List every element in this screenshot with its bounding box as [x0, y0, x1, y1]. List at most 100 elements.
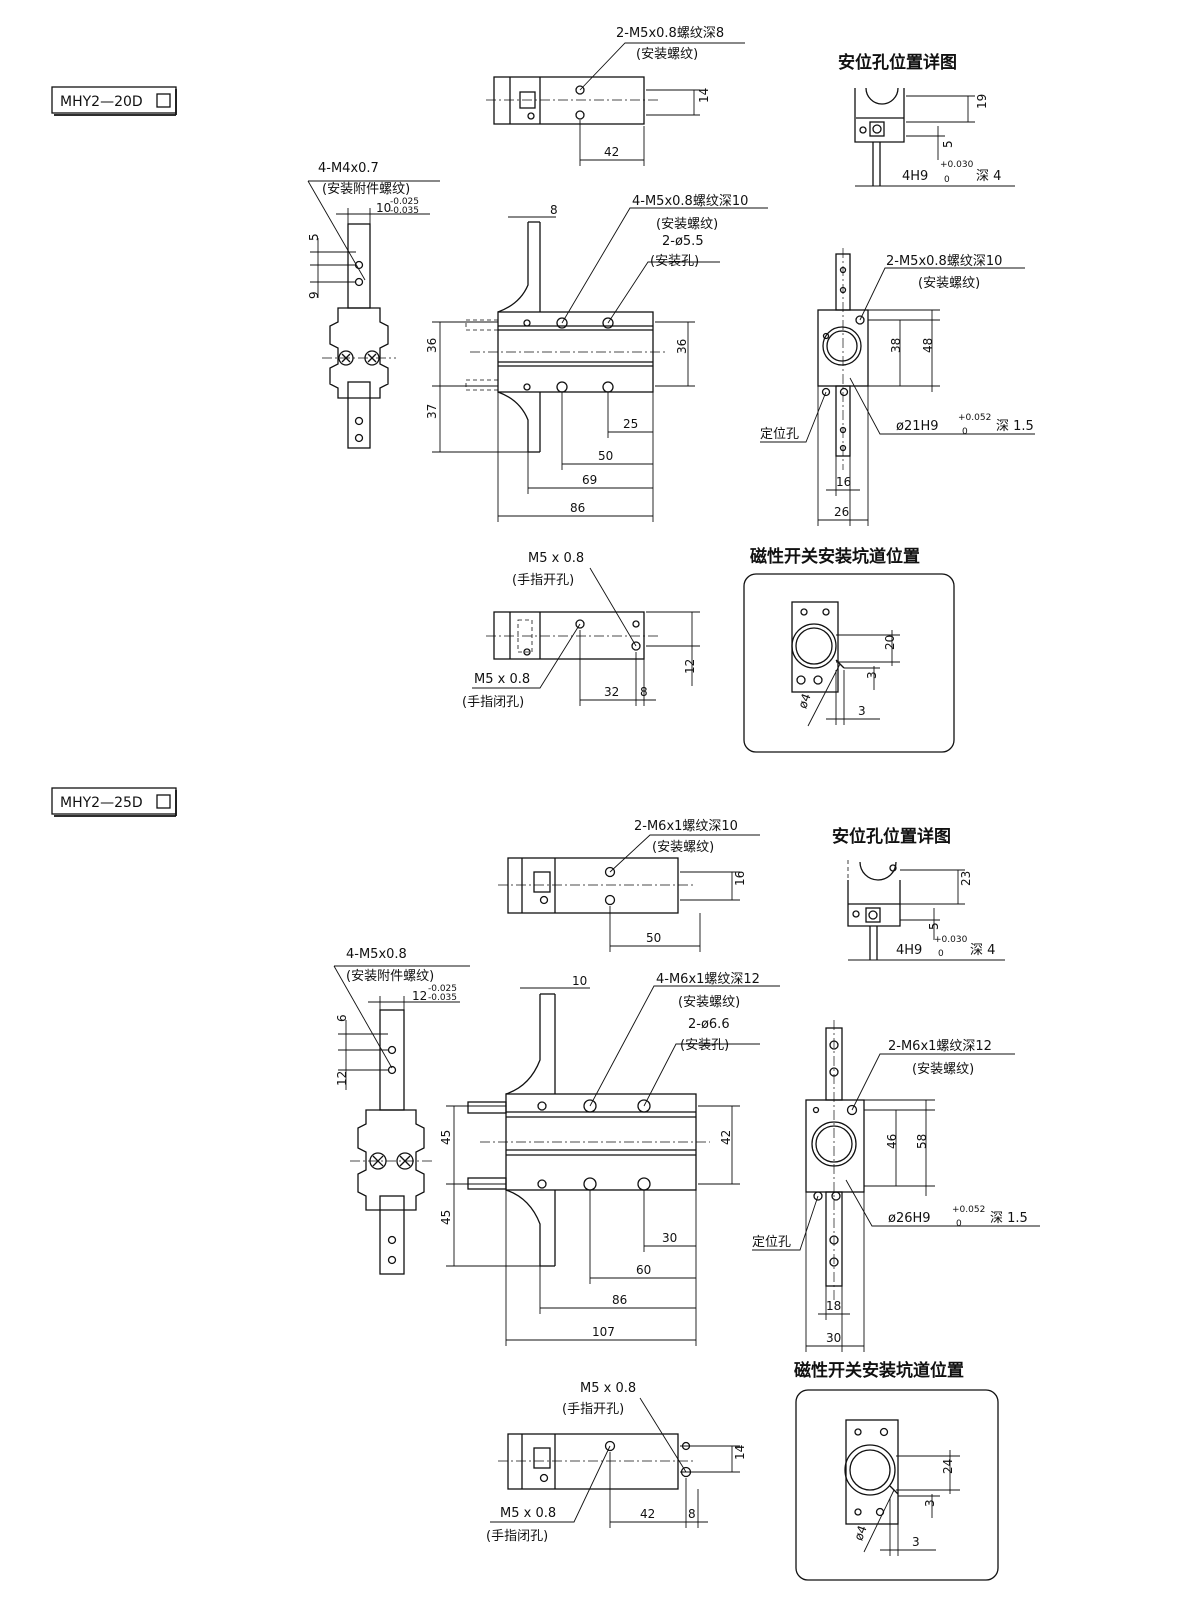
switch-dim-3a: 3 — [923, 1499, 937, 1507]
side-tap-note: (安装螺纹) — [912, 1062, 974, 1077]
locating-hole-icon — [831, 1191, 841, 1201]
front-dim-8: 10 — [572, 974, 587, 988]
front-dim-69: 86 — [612, 1293, 627, 1307]
bottom-view: M5 x 0.8 (手指开孔) M5 x 0.8 (手指闭孔) 14 42 8 — [486, 1381, 747, 1544]
mount-hole-icon — [556, 381, 568, 393]
front-dim-36b: 42 — [719, 1130, 733, 1145]
front-tap-label: 4-M5x0.8螺纹深10 — [632, 194, 748, 209]
top-tap-label: 2-M5x0.8螺纹深8 — [616, 26, 724, 41]
switch-dim-3b: 3 — [912, 1535, 920, 1549]
finger-tol-up: -0.025 — [390, 197, 419, 207]
side-depth: 深 1.5 — [996, 419, 1034, 434]
checkbox-square-icon — [156, 794, 171, 809]
front-dim-69: 69 — [582, 473, 597, 487]
front-hole-label: 2-ø5.5 — [662, 234, 704, 249]
finger-tap-label: 4-M5x0.8 — [346, 947, 407, 962]
mount-hole-icon — [537, 1101, 547, 1111]
top-view: 2-M5x0.8螺纹深8 (安装螺纹) 14 42 — [486, 26, 745, 166]
side-depth: 深 1.5 — [990, 1211, 1028, 1226]
mount-hole-icon — [556, 317, 568, 329]
mount-hole-icon — [583, 1177, 597, 1191]
thread-hole-icon — [354, 277, 364, 287]
mount-hole-icon — [604, 866, 616, 878]
switch-dim-20: 24 — [941, 1459, 955, 1474]
finger-width: 10 — [376, 201, 391, 215]
front-dim-36b: 36 — [675, 339, 689, 354]
side-tol-lo: 0 — [962, 427, 968, 437]
finger-tol-up: -0.025 — [428, 984, 457, 994]
top-dim-height: 16 — [733, 871, 747, 886]
side-view: 2-M6x1螺纹深12 (安装螺纹) 46 58 定位孔 ø26H9 +0.05… — [752, 1020, 1040, 1352]
bottom-dim-32: 42 — [640, 1507, 655, 1521]
detail-tol-lo: 0 — [938, 949, 944, 959]
bottom-close-note: (手指闭孔) — [486, 1529, 548, 1544]
bottom-view: M5 x 0.8 (手指开孔) M5 x 0.8 (手指闭孔) 12 32 8 — [462, 551, 700, 710]
detail-depth: 深 4 — [970, 943, 995, 958]
finger-dim-5: 6 — [335, 1014, 349, 1022]
finger-tap-label: 4-M4x0.7 — [318, 161, 379, 176]
front-dim-37: 37 — [425, 404, 439, 419]
front-tap-label: 4-M6x1螺纹深12 — [656, 972, 760, 987]
detail-tol-lo: 0 — [944, 175, 950, 185]
bottom-open-label: M5 x 0.8 — [528, 551, 584, 566]
side-dim-16: 18 — [826, 1299, 841, 1313]
side-tap-note: (安装螺纹) — [918, 276, 980, 291]
thread-hole-icon — [387, 1235, 397, 1245]
thread-hole-icon — [387, 1065, 397, 1075]
bottom-dim-12: 12 — [683, 659, 697, 674]
model-tag: MHY2—20D — [51, 86, 177, 116]
mount-hole-icon — [523, 383, 531, 391]
bottom-close-label: M5 x 0.8 — [474, 672, 530, 687]
finger-dim-9: 9 — [307, 291, 321, 299]
close-hole-icon — [631, 641, 641, 651]
locating-hole-icon — [813, 1191, 823, 1201]
side-tol-up: +0.052 — [952, 1205, 985, 1215]
mount-hole-icon — [637, 1099, 651, 1113]
model-tag-text: MHY2—25D — [60, 795, 143, 811]
side-tap-label: 2-M5x0.8螺纹深10 — [886, 254, 1002, 269]
switch-title: 磁性开关安装坑道位置 — [794, 1360, 964, 1381]
side-locate-label: 定位孔 — [752, 1235, 791, 1250]
locating-hole-icon — [821, 387, 831, 397]
front-dim-25: 25 — [623, 417, 638, 431]
detail-view: 安位孔位置详图 19 5 4H9 +0.030 0 深 4 — [838, 52, 1015, 187]
model-20d-section: MHY2—20D 2-M5x0.8螺纹深8 (安装螺纹) 14 — [51, 26, 1035, 753]
front-view: 8 4-M5x0.8螺纹深10 (安装螺纹) 2-ø5.5 (安装孔) 36 3… — [425, 194, 768, 522]
side-dim-48: 48 — [921, 338, 935, 353]
bottom-open-note: (手指开孔) — [512, 573, 574, 588]
mount-hole-icon — [575, 110, 585, 120]
bottom-open-label: M5 x 0.8 — [580, 1381, 636, 1396]
bottom-dim-32: 32 — [604, 685, 619, 699]
front-dim-86: 86 — [570, 501, 585, 515]
open-hole-icon — [632, 620, 640, 628]
front-hole-note: (安装孔) — [680, 1038, 729, 1053]
detail-view: 安位孔位置详图 23 5 4H9 +0.030 0 深 4 — [832, 826, 1005, 961]
checkbox-square-icon — [156, 93, 171, 108]
side-dim-26: 30 — [826, 1331, 841, 1345]
switch-title: 磁性开关安装坑道位置 — [750, 546, 920, 567]
side-tol-up: +0.052 — [958, 413, 991, 423]
switch-detail: 磁性开关安装坑道位置 20 3 ø4 3 — [743, 546, 955, 753]
front-dim-8: 8 — [550, 203, 558, 217]
switch-detail: 磁性开关安装坑道位置 24 3 ø4 3 — [794, 1360, 999, 1581]
model-tag-text: MHY2—20D — [60, 94, 143, 110]
detail-title: 安位孔位置详图 — [832, 826, 951, 847]
side-dim-48: 58 — [915, 1134, 929, 1149]
side-tap-label: 2-M6x1螺纹深12 — [888, 1039, 992, 1054]
detail-dim-5: 5 — [941, 140, 955, 148]
front-hole-note: (安装孔) — [650, 254, 699, 269]
top-dim-width: 42 — [604, 145, 619, 159]
open-hole-icon — [604, 1440, 616, 1452]
mount-hole-icon — [855, 315, 865, 325]
finger-dim-9: 12 — [335, 1071, 349, 1086]
screw-icon — [527, 112, 535, 120]
switch-dim-3a: 3 — [865, 671, 879, 679]
top-dim-height: 14 — [697, 88, 711, 103]
front-dim-86: 107 — [592, 1325, 615, 1339]
mount-hole-icon — [602, 317, 614, 329]
locating-hole-icon — [839, 387, 849, 397]
detail-title: 安位孔位置详图 — [838, 52, 957, 73]
front-hole-label: 2-ø6.6 — [688, 1017, 730, 1032]
front-dim-50: 60 — [636, 1263, 651, 1277]
top-dim-width: 50 — [646, 931, 661, 945]
